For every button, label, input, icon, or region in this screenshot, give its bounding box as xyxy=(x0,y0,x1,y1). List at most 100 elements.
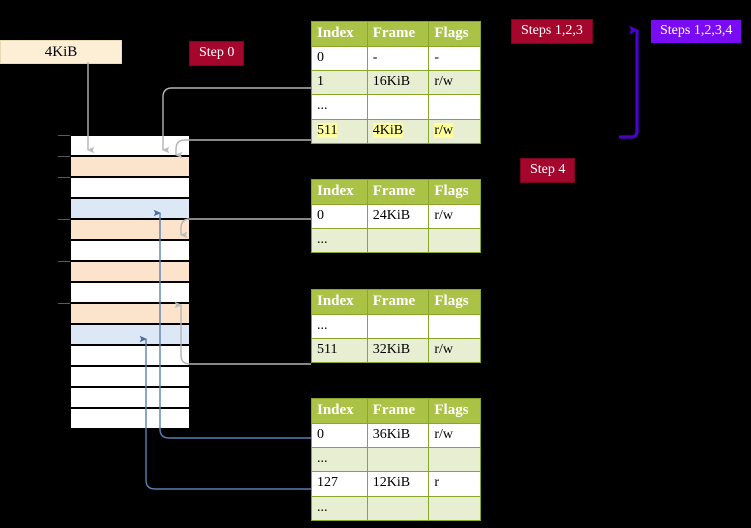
table-row: ... xyxy=(311,495,481,521)
cell-index: 1 xyxy=(311,70,368,96)
badge-step-0: Step 0 xyxy=(190,42,244,65)
cell-index: ... xyxy=(311,495,368,521)
cell-frame xyxy=(366,228,430,254)
memory-cell-1 xyxy=(70,156,190,177)
cell-frame: 4KiB xyxy=(366,118,430,144)
badge-steps-1-2-3-4: Steps 1,2,3,4 xyxy=(651,20,742,43)
table-row: 511 4KiB r/w xyxy=(311,118,481,144)
cell-index: 0 xyxy=(311,423,368,449)
column-header-flags: Flags xyxy=(428,288,481,316)
memory-tick-6 xyxy=(58,261,70,262)
memory-cell-4 xyxy=(70,219,190,240)
cell-flags xyxy=(428,495,481,521)
cell-index: 511 xyxy=(311,338,368,364)
highlighted-value: 4KiB xyxy=(372,122,404,138)
memory-cell-13 xyxy=(70,408,190,429)
column-header-frame: Frame xyxy=(366,178,430,206)
cell-frame: 16KiB xyxy=(366,70,430,96)
badge-step-4: Step 4 xyxy=(521,159,575,182)
column-header-index: Index xyxy=(311,397,368,425)
badge-steps-1-2-3: Steps 1,2,3 xyxy=(512,20,592,43)
cell-flags xyxy=(428,447,481,473)
frame-4kib-box: 4KiB xyxy=(0,40,122,64)
memory-cell-9 xyxy=(70,324,190,345)
cell-flags: r/w xyxy=(428,423,481,449)
memory-cell-11 xyxy=(70,366,190,387)
column-header-frame: Frame xyxy=(366,20,430,48)
column-header-index: Index xyxy=(311,20,368,48)
cell-frame xyxy=(366,94,430,120)
physical-memory-column xyxy=(58,135,190,429)
connector-t2row511-to-mem xyxy=(174,301,311,365)
column-header-frame: Frame xyxy=(366,288,430,316)
highlighted-value: r/w xyxy=(434,122,454,138)
cell-flags: r xyxy=(428,471,481,497)
memory-tick-1 xyxy=(58,156,70,157)
memory-cell-0 xyxy=(70,135,190,156)
violet-bracket xyxy=(619,25,639,139)
cell-index: 127 xyxy=(311,471,368,497)
cell-frame: 12KiB xyxy=(366,471,430,497)
cell-index: 0 xyxy=(311,204,368,230)
cell-flags: r/w xyxy=(428,204,481,230)
memory-cell-5 xyxy=(70,240,190,261)
frame-4kib-label: 4KiB xyxy=(44,43,78,60)
column-header-flags: Flags xyxy=(428,397,481,425)
memory-cell-10 xyxy=(70,345,190,366)
table-row: ... xyxy=(311,447,481,473)
table-row: ... xyxy=(311,228,481,254)
cell-index: ... xyxy=(311,94,368,120)
table-row: ... xyxy=(311,94,481,120)
column-header-flags: Flags xyxy=(428,20,481,48)
cell-flags: r/w xyxy=(428,118,481,144)
cell-frame: - xyxy=(366,46,430,72)
cell-flags xyxy=(428,94,481,120)
memory-tick-0 xyxy=(58,135,70,136)
memory-tick-4 xyxy=(58,219,70,220)
memory-cell-2 xyxy=(70,177,190,198)
table-row: 0-- xyxy=(311,46,481,72)
column-header-index: Index xyxy=(311,288,368,316)
cell-index: 0 xyxy=(311,46,368,72)
column-header-index: Index xyxy=(311,178,368,206)
cell-frame xyxy=(366,495,430,521)
cell-flags xyxy=(428,228,481,254)
memory-tick-2 xyxy=(58,177,70,178)
cell-frame xyxy=(366,314,430,340)
memory-tick-8 xyxy=(58,303,70,304)
connector-t1row0-to-mem xyxy=(179,218,311,239)
cell-frame: 36KiB xyxy=(366,423,430,449)
cell-flags: r/w xyxy=(428,70,481,96)
cell-index: ... xyxy=(311,447,368,473)
cell-index: ... xyxy=(311,228,368,254)
cell-index: 511 xyxy=(311,118,368,144)
cell-flags xyxy=(428,314,481,340)
memory-cell-7 xyxy=(70,282,190,303)
column-header-flags: Flags xyxy=(428,178,481,206)
memory-cell-8 xyxy=(70,303,190,324)
cell-flags: - xyxy=(428,46,481,72)
cell-frame: 32KiB xyxy=(366,338,430,364)
memory-cell-3 xyxy=(70,198,190,219)
cell-flags: r/w xyxy=(428,338,481,364)
highlighted-value: 511 xyxy=(317,122,338,138)
connector-t0row511-to-mem xyxy=(174,139,311,159)
table-row: ... xyxy=(311,314,481,340)
cell-index: ... xyxy=(311,314,368,340)
memory-cell-12 xyxy=(70,387,190,408)
cell-frame: 24KiB xyxy=(366,204,430,230)
cell-frame xyxy=(366,447,430,473)
